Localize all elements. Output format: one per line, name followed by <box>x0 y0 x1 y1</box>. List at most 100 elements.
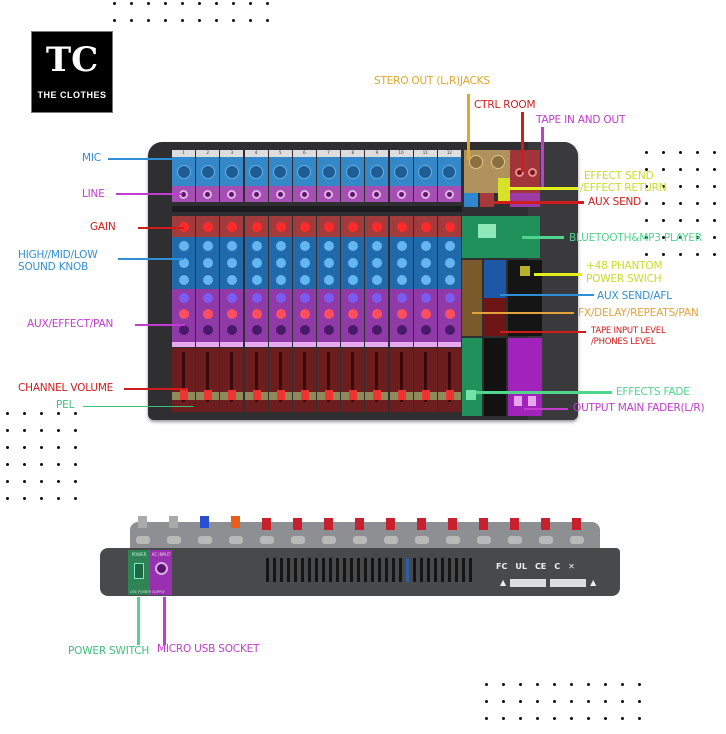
pan-knob[interactable] <box>396 325 407 335</box>
gain-knob[interactable] <box>203 222 214 232</box>
aux-knob[interactable] <box>444 293 455 303</box>
channel-volume-fader[interactable] <box>397 390 406 400</box>
channel-volume-fader[interactable] <box>349 390 358 400</box>
xlr-mic-jack[interactable] <box>369 164 384 179</box>
pan-knob[interactable] <box>420 325 431 335</box>
eq-low-knob[interactable] <box>324 275 335 285</box>
xlr-mic-jack[interactable] <box>442 164 457 179</box>
aux-knob[interactable] <box>420 293 431 303</box>
eq-high-knob[interactable] <box>299 241 310 251</box>
aux-knob[interactable] <box>372 293 383 303</box>
eq-high-knob[interactable] <box>420 241 431 251</box>
channel-volume-fader[interactable] <box>228 390 237 400</box>
eq-mid-knob[interactable] <box>324 258 335 268</box>
xlr-mic-jack[interactable] <box>394 164 409 179</box>
line-jack[interactable] <box>324 189 334 199</box>
gain-knob[interactable] <box>420 222 431 232</box>
eq-mid-knob[interactable] <box>372 258 383 268</box>
line-jack[interactable] <box>227 189 237 199</box>
pan-knob[interactable] <box>203 325 214 335</box>
aux-knob[interactable] <box>299 293 310 303</box>
xlr-mic-jack[interactable] <box>176 164 191 179</box>
effects-fader-cap[interactable] <box>466 390 476 400</box>
eq-mid-knob[interactable] <box>179 258 190 268</box>
gain-knob[interactable] <box>179 222 190 232</box>
gain-knob[interactable] <box>444 222 455 232</box>
xlr-mic-jack[interactable] <box>345 164 360 179</box>
gain-knob[interactable] <box>227 222 238 232</box>
channel-volume-fader[interactable] <box>373 390 382 400</box>
eq-high-knob[interactable] <box>396 241 407 251</box>
main-out-left-xlr[interactable] <box>469 155 483 169</box>
power-switch-panel[interactable]: POWER <box>128 550 150 595</box>
effect-knob[interactable] <box>348 309 359 319</box>
eq-high-knob[interactable] <box>348 241 359 251</box>
eq-low-knob[interactable] <box>179 275 190 285</box>
pan-knob[interactable] <box>251 325 262 335</box>
channel-volume-fader[interactable] <box>180 390 189 400</box>
effect-knob[interactable] <box>324 309 335 319</box>
aux-knob[interactable] <box>227 293 238 303</box>
eq-mid-knob[interactable] <box>444 258 455 268</box>
aux-knob[interactable] <box>203 293 214 303</box>
aux-knob[interactable] <box>324 293 335 303</box>
channel-volume-fader[interactable] <box>252 390 261 400</box>
eq-high-knob[interactable] <box>324 241 335 251</box>
channel-volume-fader[interactable] <box>421 390 430 400</box>
line-jack[interactable] <box>251 189 261 199</box>
eq-low-knob[interactable] <box>444 275 455 285</box>
eq-low-knob[interactable] <box>348 275 359 285</box>
eq-mid-knob[interactable] <box>251 258 262 268</box>
effect-knob[interactable] <box>372 309 383 319</box>
eq-high-knob[interactable] <box>179 241 190 251</box>
ctrl-room-jack-left[interactable] <box>514 167 524 177</box>
channel-volume-fader[interactable] <box>325 390 334 400</box>
xlr-mic-jack[interactable] <box>273 164 288 179</box>
xlr-mic-jack[interactable] <box>321 164 336 179</box>
xlr-mic-jack[interactable] <box>297 164 312 179</box>
effect-knob[interactable] <box>299 309 310 319</box>
channel-volume-fader[interactable] <box>276 390 285 400</box>
gain-knob[interactable] <box>251 222 262 232</box>
eq-mid-knob[interactable] <box>227 258 238 268</box>
eq-low-knob[interactable] <box>251 275 262 285</box>
gain-knob[interactable] <box>396 222 407 232</box>
main-fader-right-cap[interactable] <box>528 396 536 406</box>
eq-high-knob[interactable] <box>251 241 262 251</box>
effect-knob[interactable] <box>203 309 214 319</box>
line-jack[interactable] <box>372 189 382 199</box>
gain-knob[interactable] <box>299 222 310 232</box>
phantom-power-switch[interactable] <box>520 266 530 276</box>
xlr-mic-jack[interactable] <box>200 164 215 179</box>
pan-knob[interactable] <box>179 325 190 335</box>
aux-knob[interactable] <box>179 293 190 303</box>
pan-knob[interactable] <box>324 325 335 335</box>
line-jack[interactable] <box>444 189 454 199</box>
aux-knob[interactable] <box>251 293 262 303</box>
power-rocker-switch[interactable] <box>134 563 144 579</box>
pan-knob[interactable] <box>348 325 359 335</box>
eq-low-knob[interactable] <box>299 275 310 285</box>
channel-volume-fader[interactable] <box>300 390 309 400</box>
eq-high-knob[interactable] <box>372 241 383 251</box>
ctrl-room-jack-right[interactable] <box>527 167 537 177</box>
eq-low-knob[interactable] <box>275 275 286 285</box>
pan-knob[interactable] <box>299 325 310 335</box>
line-jack[interactable] <box>275 189 285 199</box>
xlr-mic-jack[interactable] <box>224 164 239 179</box>
gain-knob[interactable] <box>372 222 383 232</box>
line-jack[interactable] <box>348 189 358 199</box>
main-out-right-xlr[interactable] <box>491 155 505 169</box>
effect-knob[interactable] <box>227 309 238 319</box>
gain-knob[interactable] <box>275 222 286 232</box>
eq-low-knob[interactable] <box>372 275 383 285</box>
pan-knob[interactable] <box>275 325 286 335</box>
effect-knob[interactable] <box>275 309 286 319</box>
effect-knob[interactable] <box>179 309 190 319</box>
main-fader-left-cap[interactable] <box>514 396 522 406</box>
line-jack[interactable] <box>299 189 309 199</box>
channel-volume-fader[interactable] <box>445 390 454 400</box>
pan-knob[interactable] <box>444 325 455 335</box>
effect-knob[interactable] <box>444 309 455 319</box>
xlr-mic-jack[interactable] <box>418 164 433 179</box>
